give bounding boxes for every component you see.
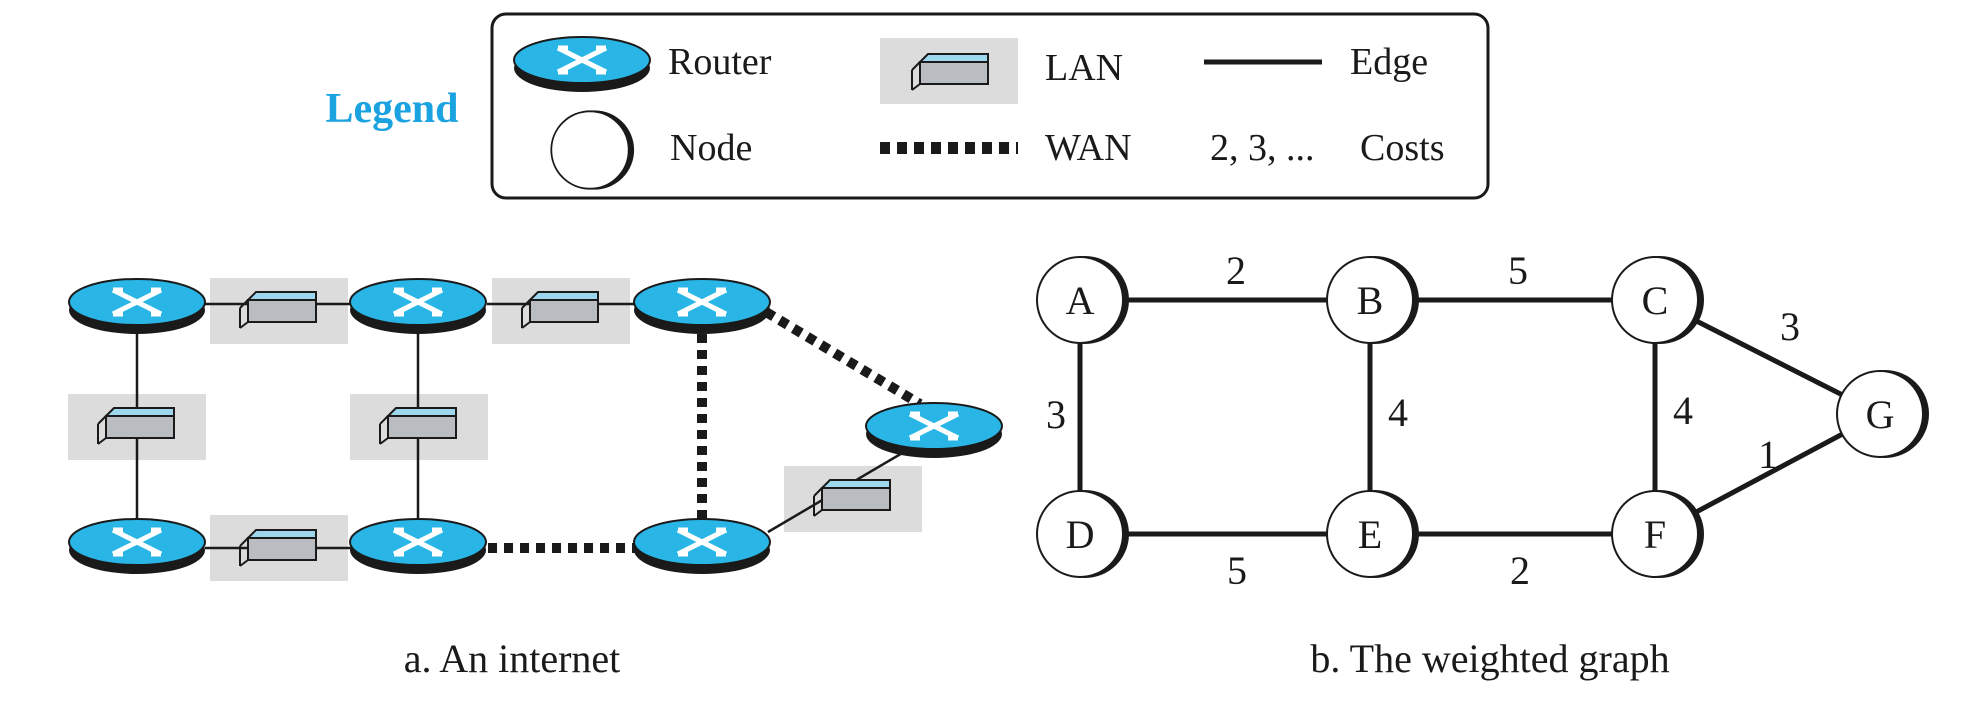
internet-diagram: a. An internet xyxy=(68,278,1002,681)
legend-wan-label: WAN xyxy=(1045,127,1132,169)
graph-node-label: G xyxy=(1866,392,1895,437)
router-icon xyxy=(866,403,1002,458)
legend-costs-example: 2, 3, ... xyxy=(1210,127,1315,169)
graph-node: G xyxy=(1836,369,1930,459)
router-icon xyxy=(634,519,770,574)
graph-node-label: D xyxy=(1066,512,1095,557)
edge-cost-label: 3 xyxy=(1046,392,1066,437)
edge-cost-label: 2 xyxy=(1226,248,1246,293)
router-icon xyxy=(350,519,486,574)
graph-node-label: A xyxy=(1066,278,1095,323)
legend-title: Legend xyxy=(325,86,458,132)
legend-edge-label: Edge xyxy=(1350,41,1428,83)
lan-device-icon xyxy=(239,529,317,567)
edge-cost-label: 4 xyxy=(1673,388,1693,433)
lan-device-icon xyxy=(239,291,317,329)
wan-links xyxy=(488,307,923,553)
legend-costs-label: Costs xyxy=(1360,127,1444,169)
edge-cost-label: 4 xyxy=(1388,390,1408,435)
legend-router-icon xyxy=(514,37,650,92)
edge-cost-label: 3 xyxy=(1780,304,1800,349)
lan-device-icon xyxy=(97,407,175,445)
graph-node-label: F xyxy=(1644,512,1666,557)
router-icon xyxy=(634,279,770,334)
graph-node: E xyxy=(1326,489,1420,579)
legend-lan-label: LAN xyxy=(1045,47,1123,89)
graph-nodes: A B C D E F G xyxy=(1036,255,1930,579)
edge-costs: 2 5 3 4 4 3 1 5 2 xyxy=(1046,248,1800,593)
edge-cost-label: 1 xyxy=(1758,432,1778,477)
graph-edges xyxy=(1077,297,1882,537)
edge-cost-label: 2 xyxy=(1510,548,1530,593)
graph-node-label: B xyxy=(1357,278,1384,323)
router-icon xyxy=(350,279,486,334)
graph-node: F xyxy=(1611,489,1705,579)
graph-node: C xyxy=(1611,255,1705,345)
legend-node-label: Node xyxy=(670,127,752,169)
edge-cost-label: 5 xyxy=(1508,248,1528,293)
graph-node: D xyxy=(1036,489,1130,579)
graph-node: A xyxy=(1036,255,1130,345)
legend-lan-icon xyxy=(880,38,1018,104)
legend-node-icon xyxy=(550,109,635,191)
weighted-graph: 2 5 3 4 4 3 1 5 2 A B C xyxy=(1036,248,1930,681)
edge-cost-label: 5 xyxy=(1227,548,1247,593)
router-icon xyxy=(69,279,205,334)
lan-device-icon xyxy=(813,479,891,517)
graph-caption: b. The weighted graph xyxy=(1310,636,1669,681)
lan-device-icon xyxy=(521,291,599,329)
router-icon xyxy=(69,519,205,574)
internet-caption: a. An internet xyxy=(404,636,621,681)
graph-node-label: E xyxy=(1358,512,1382,557)
legend-router-label: Router xyxy=(668,41,772,83)
lan-device-icon xyxy=(379,407,457,445)
graph-node: B xyxy=(1326,255,1420,345)
legend: Legend Router LAN Edge Node WAN 2, 3, ..… xyxy=(325,12,1490,200)
graph-node-label: C xyxy=(1642,278,1669,323)
